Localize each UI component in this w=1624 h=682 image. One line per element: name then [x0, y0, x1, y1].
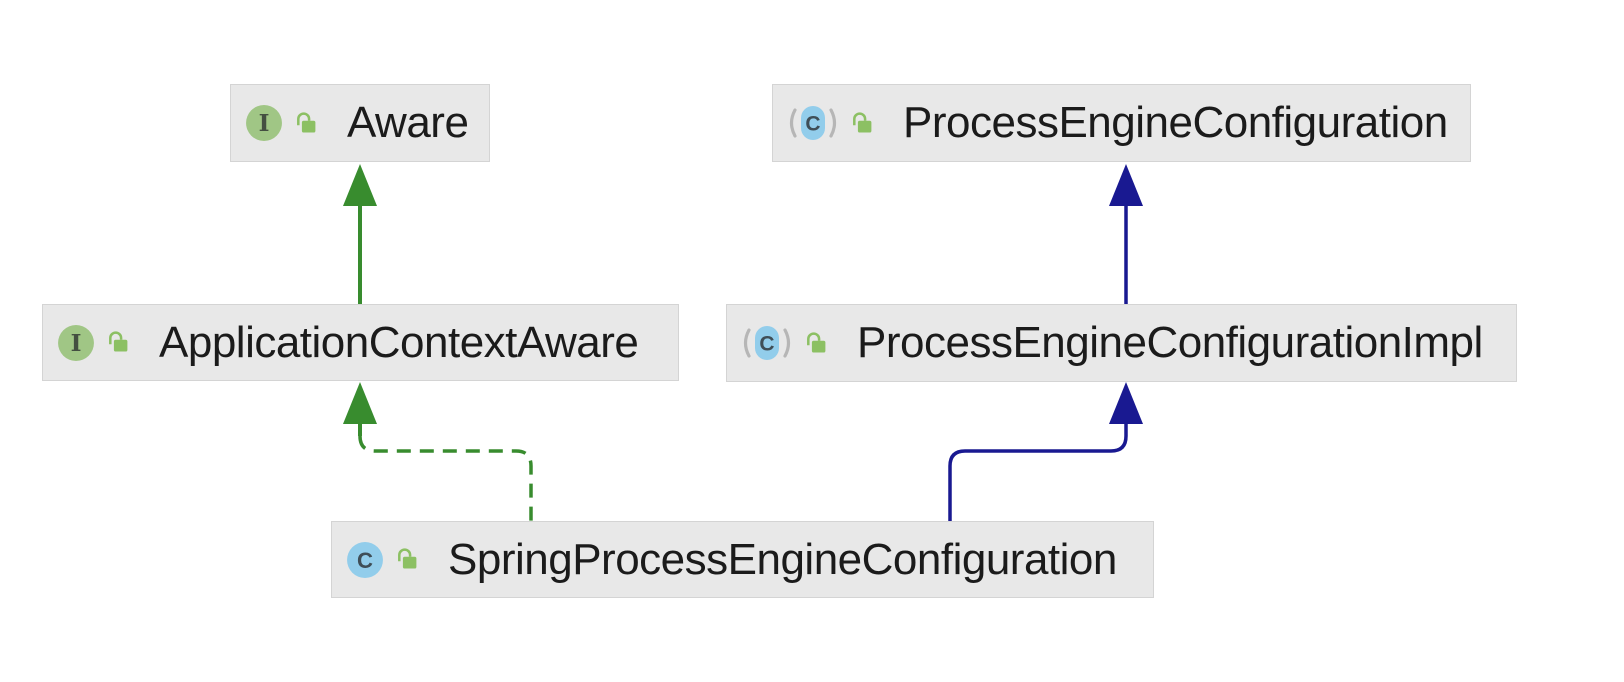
node-label: Aware — [347, 98, 469, 147]
node-aware[interactable]: I Aware — [230, 84, 490, 162]
edge-extends-spring-impl — [948, 382, 1143, 521]
public-lock-icon — [853, 111, 872, 132]
node-process-engine-configuration[interactable]: C ProcessEngineConfiguration — [772, 84, 1471, 162]
node-spring-process-engine-configuration[interactable]: C SpringProcessEngineConfiguration — [331, 521, 1154, 598]
edge-implements-spring-applicationcontextaware — [343, 382, 533, 521]
interface-icon: I — [246, 105, 282, 141]
svg-text:C: C — [759, 333, 774, 356]
interface-icon: I — [58, 324, 94, 361]
abstract-class-icon: C — [743, 326, 791, 360]
abstract-class-icon: C — [789, 106, 837, 140]
public-lock-icon — [807, 331, 826, 352]
edge-extends-applicationcontextaware-aware — [343, 164, 377, 304]
class-icon: C — [347, 541, 383, 578]
svg-text:I: I — [259, 110, 270, 137]
edge-extends-impl-processengineconfiguration — [1109, 164, 1143, 304]
node-label: SpringProcessEngineConfiguration — [448, 534, 1117, 584]
svg-text:C: C — [805, 113, 820, 136]
public-lock-icon — [398, 548, 417, 569]
public-lock-icon — [109, 331, 128, 352]
node-label: ProcessEngineConfigurationImpl — [857, 318, 1483, 367]
public-lock-icon — [297, 111, 316, 132]
node-process-engine-configuration-impl[interactable]: C ProcessEngineConfigurationImpl — [726, 304, 1517, 382]
node-application-context-aware[interactable]: I ApplicationContextAware — [42, 304, 679, 381]
node-label: ProcessEngineConfiguration — [903, 98, 1448, 147]
svg-text:C: C — [357, 547, 373, 572]
svg-text:I: I — [71, 329, 82, 356]
node-label: ApplicationContextAware — [159, 317, 639, 367]
